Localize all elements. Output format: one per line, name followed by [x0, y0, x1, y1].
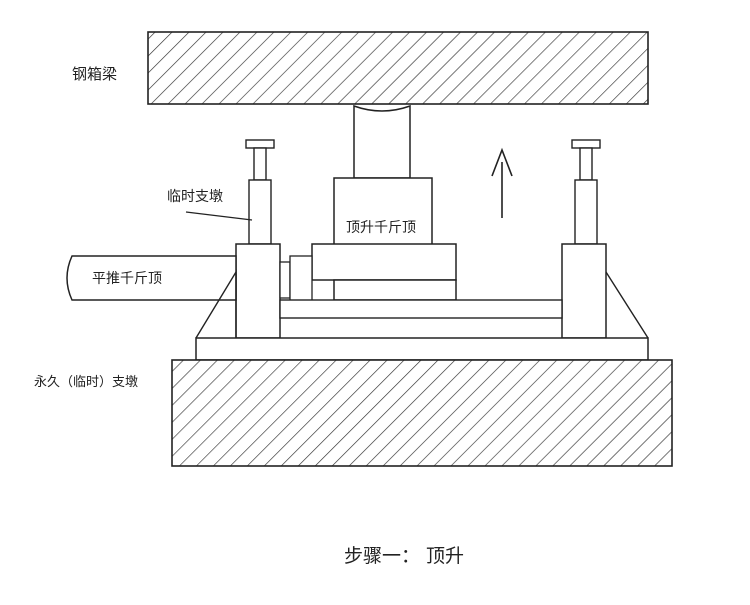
steel-box-girder — [147, 31, 649, 105]
label-temporary-support: 临时支墩 — [167, 189, 223, 205]
temporary-support-right — [561, 139, 607, 339]
up-arrow-icon — [491, 147, 513, 218]
label-permanent-support: 永久（临时）支墩 — [34, 375, 138, 390]
permanent-support — [171, 359, 673, 467]
temporary-support-leader — [185, 211, 253, 221]
lifting-jack — [311, 104, 457, 301]
caption: 步骤一： 顶升 — [344, 545, 464, 567]
temporary-support-left — [235, 139, 281, 339]
base-plate — [195, 337, 649, 361]
slide-rail — [279, 299, 563, 319]
label-steel-box-girder: 钢箱梁 — [72, 65, 117, 83]
label-horizontal-push-jack: 平推千斤顶 — [92, 271, 162, 287]
base-bracket — [195, 269, 649, 339]
label-lifting-jack: 顶升千斤顶 — [346, 220, 416, 236]
